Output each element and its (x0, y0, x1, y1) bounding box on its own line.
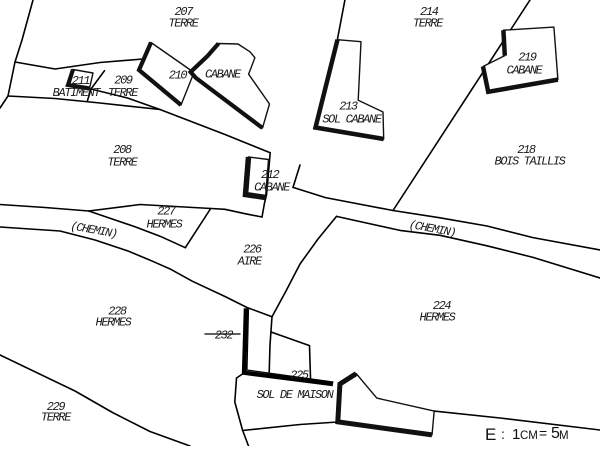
svg-text:228: 228 (108, 304, 127, 318)
svg-text:E: E (485, 425, 496, 444)
svg-text:SOL DE MAISON: SOL DE MAISON (257, 388, 335, 402)
svg-text:208: 208 (113, 143, 132, 157)
svg-text:227: 227 (157, 204, 177, 218)
svg-text:TERRE: TERRE (168, 17, 199, 31)
svg-text:214: 214 (420, 5, 439, 19)
svg-text::: : (501, 426, 505, 442)
svg-text:232: 232 (215, 328, 234, 342)
svg-text:213: 213 (339, 99, 358, 113)
svg-text:TERRE: TERRE (107, 155, 138, 169)
svg-text:TERRE: TERRE (108, 86, 139, 100)
svg-text:225: 225 (290, 369, 309, 383)
svg-text:218: 218 (517, 143, 536, 157)
svg-text:210: 210 (169, 69, 188, 83)
svg-text:219: 219 (518, 50, 537, 64)
svg-text:211: 211 (72, 74, 91, 88)
svg-text:AIRE: AIRE (237, 254, 264, 268)
svg-text:209: 209 (114, 73, 133, 87)
svg-text:CABANE: CABANE (254, 181, 291, 195)
svg-text:CABANE: CABANE (205, 67, 242, 81)
svg-text:1: 1 (512, 426, 520, 443)
svg-text:=: = (539, 425, 547, 441)
svg-text:HERMES: HERMES (146, 218, 182, 232)
svg-text:207: 207 (175, 5, 195, 19)
svg-text:SOL CABANE: SOL CABANE (322, 112, 383, 126)
svg-text:HERMES: HERMES (95, 316, 131, 330)
svg-text:226: 226 (243, 242, 262, 256)
svg-text:229: 229 (47, 400, 66, 414)
svg-text:BOIS TAILLIS: BOIS TAILLIS (494, 154, 565, 168)
svg-text:HERMES: HERMES (419, 310, 455, 324)
svg-text:TERRE: TERRE (413, 17, 444, 31)
svg-text:224: 224 (433, 299, 452, 313)
svg-text:TERRE: TERRE (41, 410, 72, 424)
svg-text:BATIMENT: BATIMENT (53, 86, 102, 100)
svg-text:212: 212 (261, 168, 280, 182)
svg-text:5: 5 (551, 425, 560, 442)
svg-text:CABANE: CABANE (506, 63, 543, 77)
svg-text:M: M (559, 430, 569, 442)
svg-text:CM: CM (520, 430, 538, 442)
